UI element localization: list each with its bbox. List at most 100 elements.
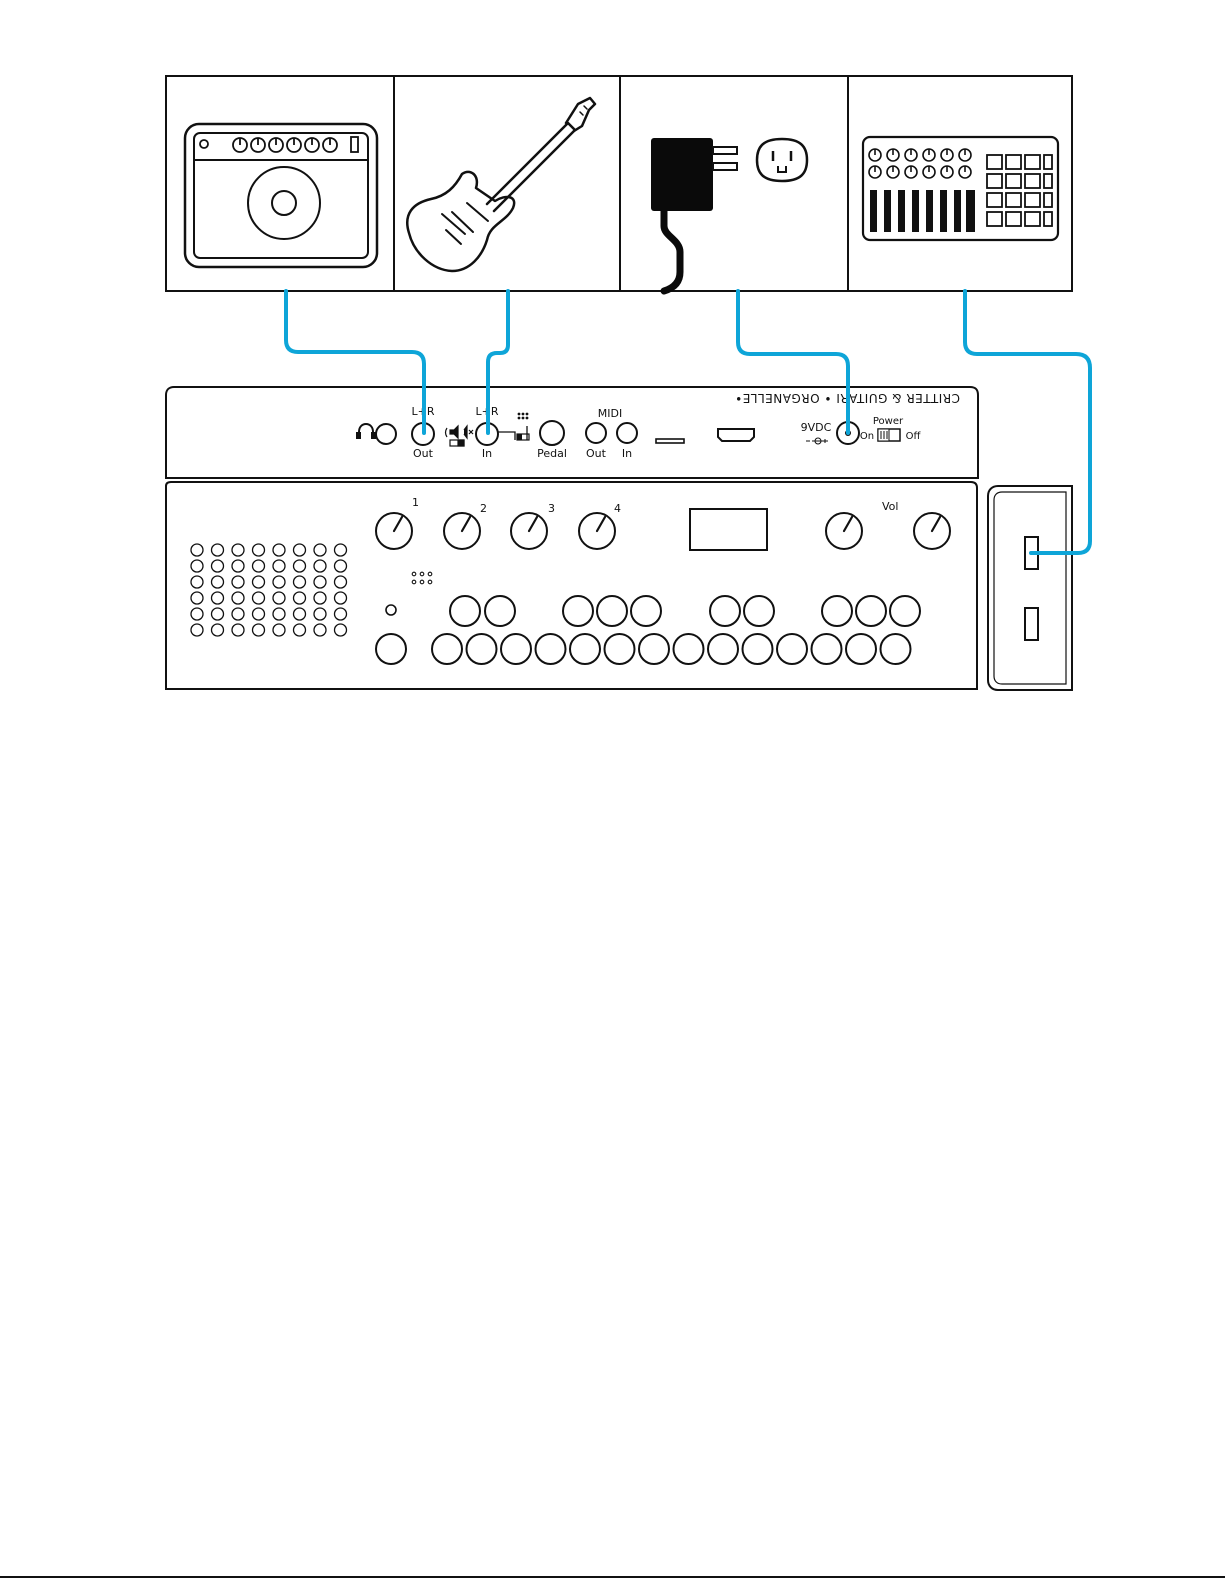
grille-hole <box>335 576 347 588</box>
oled-screen <box>690 509 767 550</box>
page-bottom-rule <box>0 1576 1225 1578</box>
midi-out-jack[interactable] <box>586 423 606 443</box>
grille-hole <box>232 560 244 572</box>
grille-hole <box>314 576 326 588</box>
midi-in-jack[interactable] <box>617 423 637 443</box>
input-jack-label: In <box>482 447 492 460</box>
knob-1[interactable] <box>376 513 412 549</box>
usb-port-lower[interactable] <box>1025 608 1038 640</box>
usb-side-panel <box>988 486 1072 690</box>
grille-hole <box>335 544 347 556</box>
grille-hole <box>273 544 285 556</box>
grille-hole <box>191 608 203 620</box>
white-key-button[interactable] <box>881 634 911 664</box>
white-key-button[interactable] <box>536 634 566 664</box>
grille-hole <box>335 560 347 572</box>
grille-hole <box>294 608 306 620</box>
black-key-button[interactable] <box>744 596 774 626</box>
grille-hole <box>212 592 224 604</box>
grille-hole <box>294 544 306 556</box>
knob-4[interactable] <box>579 513 615 549</box>
headphones-icon <box>357 424 375 438</box>
white-key-button[interactable] <box>708 634 738 664</box>
grille-hole <box>273 608 285 620</box>
white-key-button[interactable] <box>743 634 773 664</box>
grille-hole <box>253 608 265 620</box>
knob-volume[interactable] <box>914 513 950 549</box>
black-key-button[interactable] <box>563 596 593 626</box>
grille-hole <box>294 592 306 604</box>
pedal-jack-label: Pedal <box>537 447 567 460</box>
grille-hole <box>335 592 347 604</box>
grille-hole <box>335 608 347 620</box>
led-indicator <box>386 605 396 615</box>
midi-keyboard-icon <box>863 137 1058 240</box>
knob-2[interactable] <box>444 513 480 549</box>
black-key-button[interactable] <box>856 596 886 626</box>
white-key-button[interactable] <box>846 634 876 664</box>
speaker-mute-icon <box>446 426 474 446</box>
power-input-label: 9VDC <box>801 421 832 434</box>
white-key-button[interactable] <box>639 634 669 664</box>
grille-hole <box>212 608 224 620</box>
white-key-button[interactable] <box>605 634 635 664</box>
grille-hole <box>273 576 285 588</box>
power-switch[interactable] <box>878 429 900 441</box>
knobs <box>376 513 950 549</box>
grille-hole <box>191 576 203 588</box>
cable-power <box>738 291 848 433</box>
grille-hole <box>273 560 285 572</box>
white-key-button[interactable] <box>501 634 531 664</box>
black-key-button[interactable] <box>710 596 740 626</box>
black-key-button[interactable] <box>822 596 852 626</box>
grille-hole <box>253 544 265 556</box>
black-key-button[interactable] <box>597 596 627 626</box>
output-jack-label: Out <box>413 447 434 460</box>
grille-hole <box>273 624 285 636</box>
grille-hole <box>191 544 203 556</box>
grille-hole <box>273 592 285 604</box>
midi-label: MIDI <box>598 407 622 420</box>
level-selector-icon <box>498 413 529 440</box>
grille-hole <box>253 576 265 588</box>
grille-hole <box>314 608 326 620</box>
cable-amplifier <box>286 291 424 433</box>
grille-hole <box>314 592 326 604</box>
amplifier-icon <box>185 124 377 267</box>
polarity-icon <box>806 438 828 444</box>
black-key-button[interactable] <box>890 596 920 626</box>
knob-label-3: 3 <box>548 502 555 515</box>
headphone-jack[interactable] <box>376 424 396 444</box>
wall-outlet-icon <box>757 139 807 181</box>
aux-button[interactable] <box>376 634 406 664</box>
black-key-button[interactable] <box>631 596 661 626</box>
power-plug-icon <box>651 138 737 291</box>
device-front-panel <box>166 482 977 689</box>
white-key-button[interactable] <box>467 634 497 664</box>
sd-card-slot[interactable] <box>656 439 684 443</box>
grille-hole <box>253 624 265 636</box>
white-key-button[interactable] <box>432 634 462 664</box>
white-key-button[interactable] <box>777 634 807 664</box>
knob-3[interactable] <box>511 513 547 549</box>
knob-label-2: 2 <box>480 502 487 515</box>
power-on-label: On <box>860 431 874 442</box>
pedal-jack[interactable] <box>540 421 564 445</box>
knob-5[interactable] <box>826 513 862 549</box>
black-key-button[interactable] <box>450 596 480 626</box>
knob-label-vol: Vol <box>882 500 898 513</box>
midi-out-label: Out <box>586 447 607 460</box>
hdmi-port[interactable] <box>718 429 754 441</box>
grille-hole <box>212 560 224 572</box>
grille-hole <box>232 544 244 556</box>
grille-hole <box>335 624 347 636</box>
white-key-button[interactable] <box>570 634 600 664</box>
grille-hole <box>294 560 306 572</box>
white-key-button[interactable] <box>812 634 842 664</box>
speaker-grille <box>191 544 347 636</box>
white-key-button[interactable] <box>674 634 704 664</box>
knob-label-1: 1 <box>412 496 419 509</box>
knob-label-4: 4 <box>614 502 621 515</box>
black-key-button[interactable] <box>485 596 515 626</box>
